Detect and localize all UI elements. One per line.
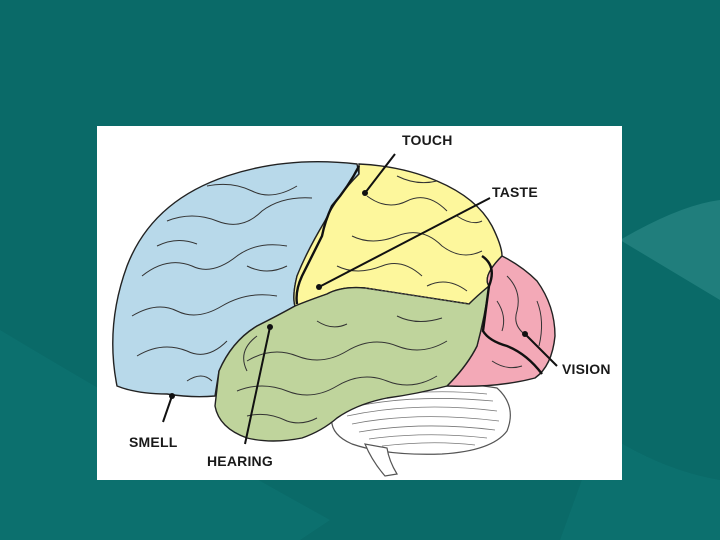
touch-marker [362, 190, 368, 196]
hearing-marker [267, 324, 273, 330]
vision-marker [522, 331, 528, 337]
label-touch: TOUCH [402, 132, 453, 148]
label-smell: SMELL [129, 434, 178, 450]
brain-diagram-card: TOUCH TASTE VISION SMELL HEARING [97, 126, 622, 480]
brain-diagram: TOUCH TASTE VISION SMELL HEARING [97, 126, 622, 480]
label-vision: VISION [562, 361, 611, 377]
smell-marker [169, 393, 175, 399]
taste-marker [316, 284, 322, 290]
label-taste: TASTE [492, 184, 538, 200]
label-hearing: HEARING [207, 453, 273, 469]
